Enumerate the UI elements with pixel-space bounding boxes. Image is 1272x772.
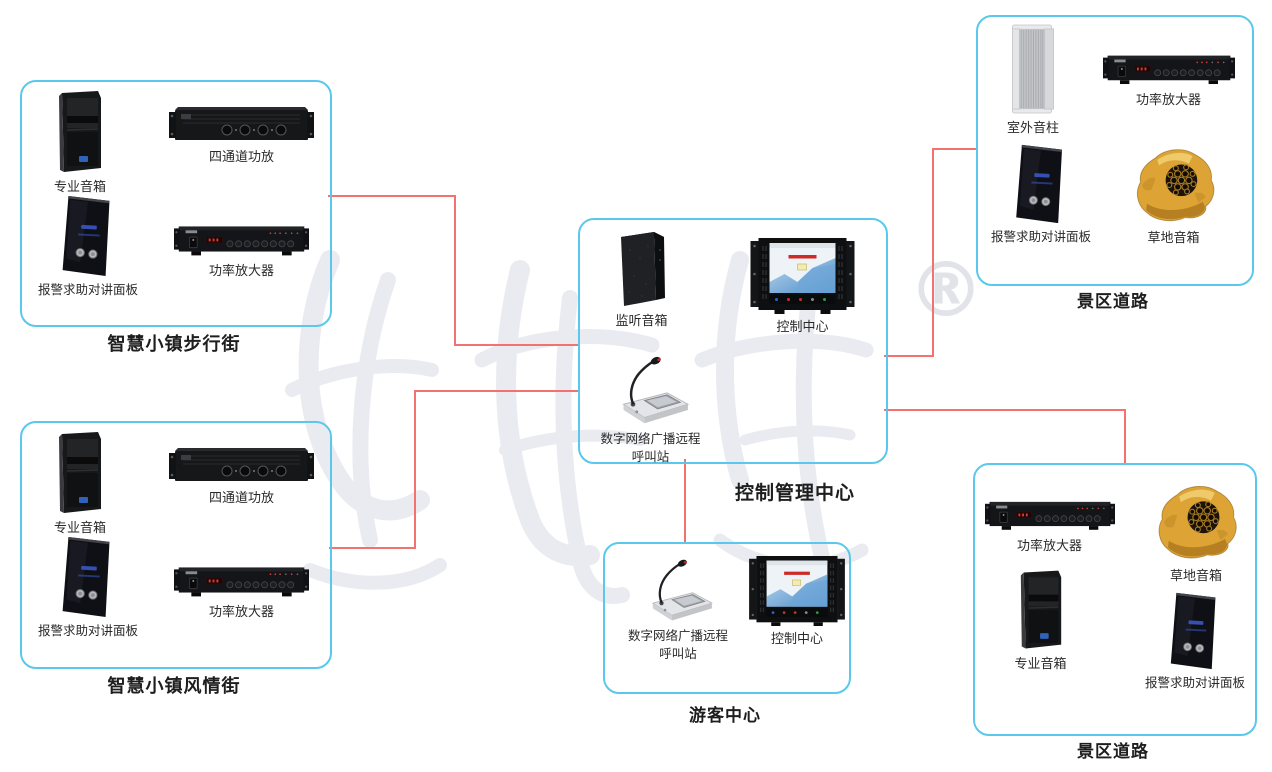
power-amplifier-image xyxy=(1103,49,1235,87)
device-label: 草地音箱 xyxy=(1147,230,1200,245)
zone-folk-street: 专业音箱 四通道功放 报警求助对讲面板 功率放大器 xyxy=(20,421,332,669)
device-label: 数字网络广播远程 xyxy=(600,432,701,446)
zone-scenic-road-north: 室外音柱 功率放大器 报警求助对讲面板 草地音箱 xyxy=(976,15,1254,286)
four-channel-amp-image xyxy=(169,447,314,485)
monitor-speaker-image xyxy=(614,228,670,308)
connector-center-to-road-south-h xyxy=(884,409,1126,411)
power-amplifier-image xyxy=(985,495,1115,533)
connector-folk-to-center-h2 xyxy=(414,390,580,392)
connector-center-to-visitor-v xyxy=(684,459,686,543)
device-label: 室外音柱 xyxy=(1006,120,1059,135)
alarm-intercom-panel-image xyxy=(58,194,118,278)
lawn-rock-speaker-image xyxy=(1151,481,1241,563)
network-call-station-image xyxy=(607,355,695,427)
device-label: 四通道功放 xyxy=(208,490,274,505)
connector-pedestrian-to-center-h1 xyxy=(328,195,456,197)
connector-folk-to-center-h1 xyxy=(329,547,416,549)
power-amplifier-image xyxy=(174,220,309,258)
pro-speaker-image xyxy=(54,90,106,174)
device-label: 呼叫站 xyxy=(659,646,697,661)
device-label: 报警求助对讲面板 xyxy=(990,230,1091,244)
connector-center-to-road-north-h1 xyxy=(884,355,934,357)
connector-center-to-road-north-v xyxy=(932,148,934,357)
connector-pedestrian-to-center-v xyxy=(454,195,456,346)
device-label: 报警求助对讲面板 xyxy=(1144,676,1245,690)
zone-title-visitor-center: 游客中心 xyxy=(689,706,761,725)
device-label: 专业音箱 xyxy=(53,179,106,194)
outdoor-column-speaker-image xyxy=(1004,23,1062,115)
pro-speaker-image xyxy=(54,431,106,515)
device-label: 控制中心 xyxy=(776,319,829,334)
zone-title-scenic-road-south: 景区道路 xyxy=(1077,742,1149,761)
device-label: 数字网络广播远程 xyxy=(627,629,728,643)
zone-pedestrian-street: 专业音箱 四通道功放 报警求助对讲面板 功率放大器 xyxy=(20,80,332,327)
pro-speaker-image xyxy=(1016,569,1066,651)
network-call-station-image xyxy=(638,558,718,624)
device-label: 草地音箱 xyxy=(1169,568,1222,583)
device-label: 报警求助对讲面板 xyxy=(37,283,138,297)
alarm-intercom-panel-image xyxy=(58,535,118,619)
device-label: 报警求助对讲面板 xyxy=(37,624,138,638)
zone-title-folk-street: 智慧小镇风情街 xyxy=(107,676,241,696)
control-console-image xyxy=(750,238,855,314)
zone-scenic-road-south: 功率放大器 草地音箱 专业音箱 报警求助对讲面板 xyxy=(973,463,1257,736)
zone-visitor-center: 数字网络广播远程 呼叫站 控制中心 xyxy=(603,542,851,694)
device-label: 专业音箱 xyxy=(53,520,106,535)
device-label: 控制中心 xyxy=(770,631,823,646)
zone-title-scenic-road-north: 景区道路 xyxy=(1077,292,1149,311)
power-amplifier-image xyxy=(174,561,309,599)
connector-center-to-road-north-h2 xyxy=(932,148,978,150)
control-console-image xyxy=(749,556,845,626)
device-label: 功率放大器 xyxy=(208,263,274,278)
watermark-calligraphy xyxy=(285,250,874,604)
device-label: 呼叫站 xyxy=(631,449,670,464)
device-label: 功率放大器 xyxy=(1135,92,1201,107)
four-channel-amp-image xyxy=(169,106,314,144)
device-label: 功率放大器 xyxy=(208,604,274,619)
alarm-intercom-panel-image xyxy=(1166,591,1224,671)
device-label: 监听音箱 xyxy=(615,313,668,328)
connector-pedestrian-to-center-h2 xyxy=(454,344,580,346)
connector-folk-to-center-v xyxy=(414,390,416,549)
alarm-intercom-panel-image xyxy=(1012,143,1070,225)
lawn-rock-speaker-image xyxy=(1128,145,1220,225)
device-label: 专业音箱 xyxy=(1014,656,1067,671)
device-label: 四通道功放 xyxy=(208,149,274,164)
zone-title-control-management-center: 控制管理中心 xyxy=(734,483,855,504)
connector-center-to-road-south-v xyxy=(1124,409,1126,465)
registered-trademark-watermark: ® xyxy=(908,245,984,334)
device-label: 功率放大器 xyxy=(1016,538,1082,553)
zone-control-management-center: 监听音箱 控制中心 数字网络广播远程 呼叫站 xyxy=(578,218,888,464)
zone-title-pedestrian-street: 智慧小镇步行街 xyxy=(107,334,241,354)
